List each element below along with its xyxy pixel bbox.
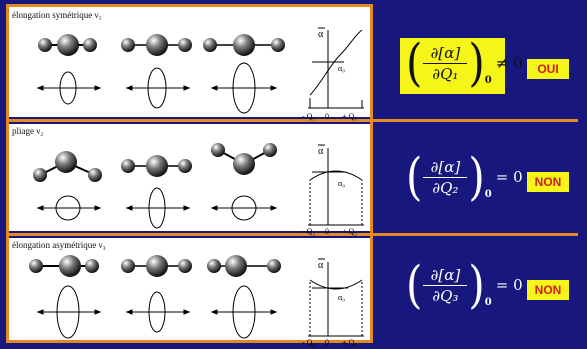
row-2-ellipses xyxy=(36,187,278,229)
equation-2: ( ∂[α] ∂Q₂ ) 0 = 0 xyxy=(406,147,523,206)
equation-1-relation: ≠ 0 xyxy=(495,54,523,72)
molecule-3a xyxy=(29,255,99,277)
frame-bottom xyxy=(6,340,373,343)
row-1-title: élongation symétrique ν₁ xyxy=(12,10,102,20)
equation-1-subscript: 0 xyxy=(484,75,492,86)
row-separator-2 xyxy=(8,233,578,236)
plot-1-alpha-label: α xyxy=(318,29,324,40)
frame-top xyxy=(6,4,373,7)
row-3-molecules xyxy=(29,255,281,277)
result-badge-3: NON xyxy=(527,280,569,300)
row-3-title: élongation asymétrique ν₃ xyxy=(12,240,106,250)
result-badge-1: OUI xyxy=(527,59,569,79)
plot-2-alpha-label: α xyxy=(318,146,324,157)
plot-2-tick-pos: + Q₂ xyxy=(342,227,357,236)
plot-1 xyxy=(308,29,364,109)
row-2-molecules xyxy=(33,143,277,182)
equation-3-numerator: ∂[α] xyxy=(430,265,461,284)
plot-2-tick-zero: 0 xyxy=(325,227,329,236)
plot-3-tick-neg: - Q₃ xyxy=(302,338,315,347)
equation-3-relation: = 0 xyxy=(495,276,523,294)
equation-2-relation: = 0 xyxy=(495,168,523,186)
equation-2-numerator: ∂[α] xyxy=(430,157,461,176)
vertical-separator xyxy=(370,4,373,342)
equation-1-denominator: ∂Q₁ xyxy=(432,64,459,83)
row-2-panel xyxy=(9,124,370,231)
plot-1-tick-zero: 0 xyxy=(325,112,329,121)
equation-1-numerator: ∂[α] xyxy=(430,43,461,62)
molecule-2a xyxy=(33,151,102,182)
plot-2 xyxy=(308,148,364,226)
plot-3 xyxy=(308,262,364,337)
molecule-1b xyxy=(121,34,192,56)
molecule-2b xyxy=(121,155,192,177)
plot-1-tick-neg: - Q₁ xyxy=(302,112,315,121)
result-badge-2: NON xyxy=(527,172,569,192)
equation-2-denominator: ∂Q₂ xyxy=(432,178,459,197)
plot-2-alpha0-label: α₀ xyxy=(338,179,345,188)
equation-3: ( ∂[α] ∂Q₃ ) 0 = 0 xyxy=(406,255,523,314)
plot-3-alpha0-label: α₀ xyxy=(338,293,345,302)
molecule-1a xyxy=(38,34,97,56)
molecule-1c xyxy=(203,34,285,56)
plot-2-tick-neg: - Q₂ xyxy=(302,227,315,236)
row-1-ellipses xyxy=(36,62,278,114)
molecule-3b xyxy=(121,255,192,277)
equation-3-denominator: ∂Q₃ xyxy=(432,286,459,305)
equation-2-subscript: 0 xyxy=(484,189,492,200)
plot-3-alpha-label: α xyxy=(318,260,324,271)
plot-3-tick-zero: 0 xyxy=(325,338,329,347)
plot-1-alpha0-label: α₀ xyxy=(338,64,345,73)
row-3-ellipses xyxy=(36,285,278,339)
equation-1: ( ∂[α] ∂Q₁ ) 0 ≠ 0 xyxy=(400,37,523,94)
molecule-2c xyxy=(211,143,277,175)
plot-3-tick-pos: + Q₃ xyxy=(342,338,357,347)
row-1-molecules xyxy=(38,34,285,56)
molecule-3c xyxy=(207,255,281,277)
plot-1-tick-pos: + Q₁ xyxy=(342,112,357,121)
equation-3-subscript: 0 xyxy=(484,297,492,308)
row-2-title: pliage ν₂ xyxy=(12,126,44,136)
row-separator-1 xyxy=(8,119,578,122)
frame-left xyxy=(6,4,9,342)
